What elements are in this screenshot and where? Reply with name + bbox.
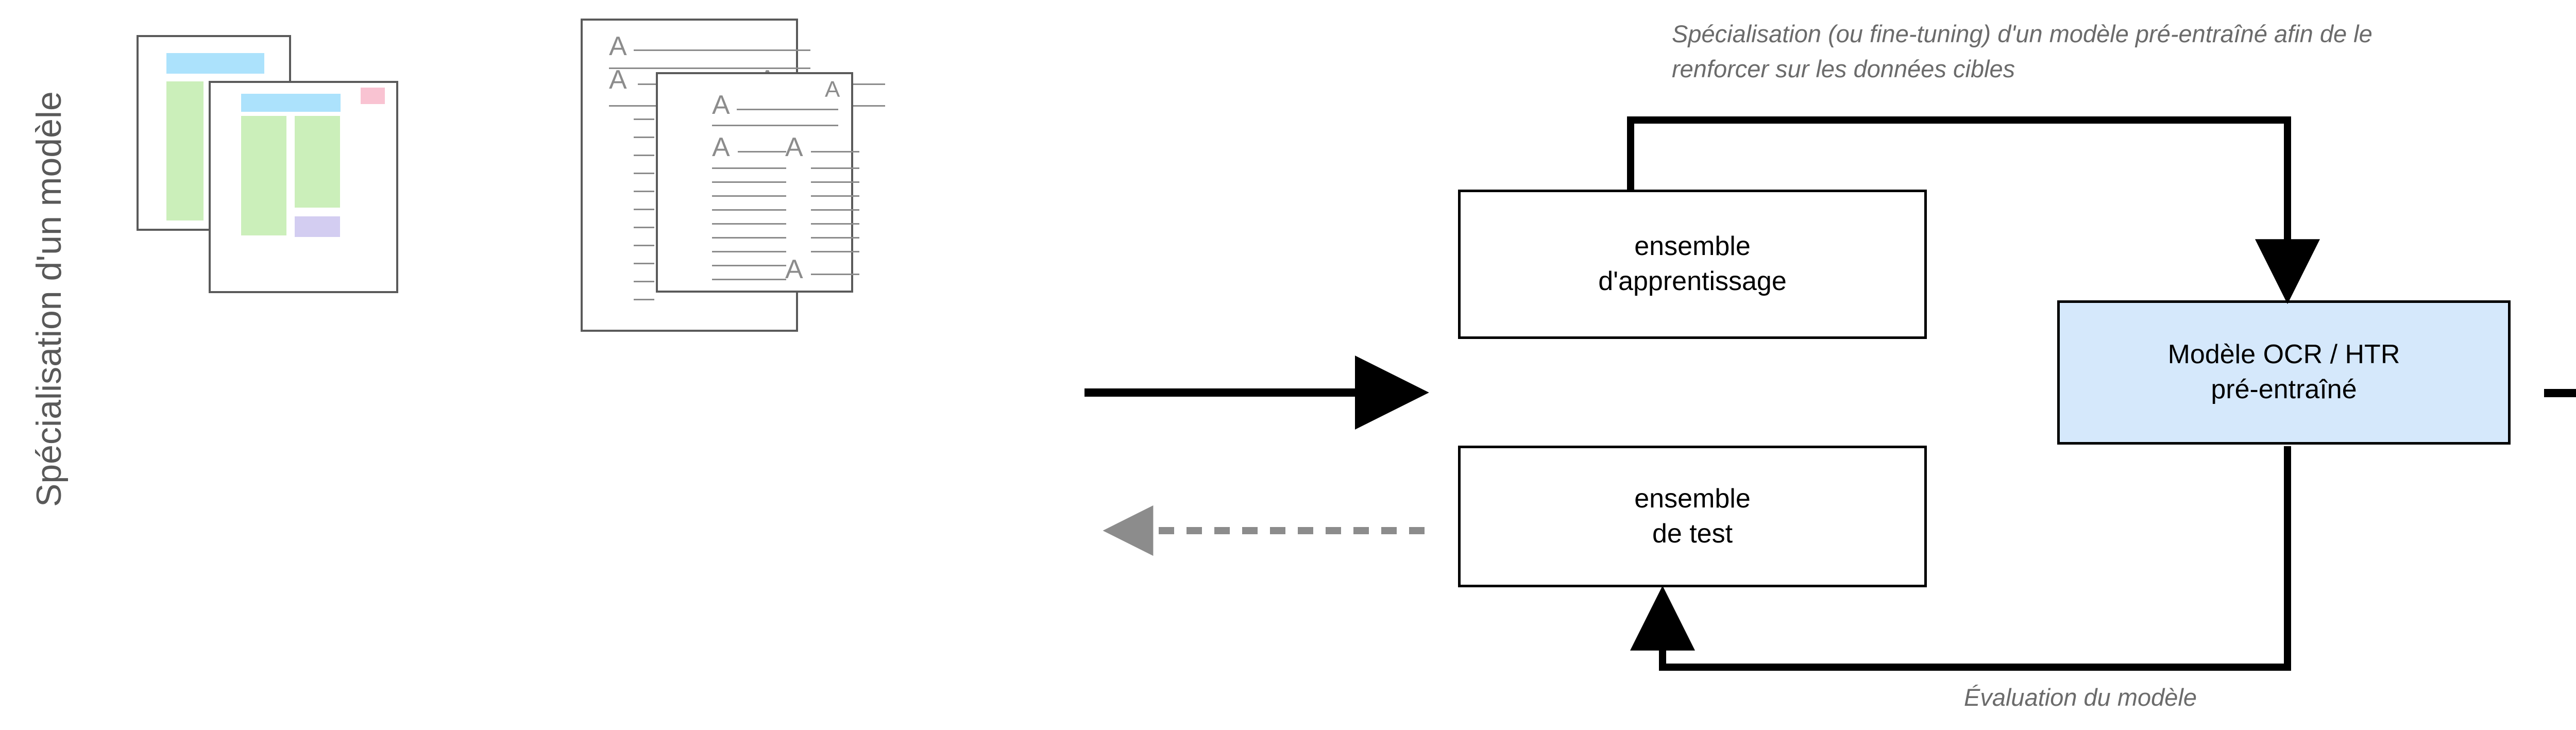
letter-marker-a: A (785, 254, 803, 284)
doc-tick (634, 209, 654, 210)
arrow-training-to-pretrained (1627, 116, 2320, 304)
letter-marker-a: A (609, 31, 627, 61)
training-set-label-line2: d'apprentissage (1598, 266, 1787, 296)
doc-line (609, 67, 810, 69)
letter-marker-a: A (825, 77, 840, 102)
doc-line (712, 237, 786, 239)
pretrained-model-label-line2: pré-entraîné (2211, 375, 2357, 404)
doc-line (712, 125, 838, 126)
layout-region-body-right-green (295, 116, 340, 208)
doc-line (738, 151, 786, 152)
doc-tick (634, 173, 654, 174)
doc-line (712, 265, 786, 266)
doc-tick (634, 299, 654, 300)
doc-line (811, 167, 859, 169)
letter-marker-a: A (609, 65, 627, 95)
layout-region-title-blue (166, 53, 264, 74)
doc-line (712, 209, 786, 211)
doc-tick (634, 245, 654, 246)
doc-tick (634, 263, 654, 264)
training-set-label-line1: ensemble (1634, 231, 1751, 262)
doc-tick (634, 227, 654, 228)
doc-line (811, 209, 859, 211)
doc-line (811, 237, 859, 239)
letter-marker-a: A (712, 132, 730, 162)
doc-line (712, 223, 786, 225)
doc-line (712, 167, 786, 169)
doc-line (811, 223, 859, 225)
doc-tick (634, 118, 654, 120)
doc-line (712, 195, 786, 197)
doc-tick (634, 155, 654, 156)
doc-tick (634, 281, 654, 282)
top-caption-line2: renforcer sur les données cibles (1672, 55, 2015, 83)
doc-line (712, 251, 786, 252)
doc-line (811, 251, 859, 252)
bottom-caption: Évaluation du modèle (1964, 680, 2197, 715)
doc-line (811, 151, 859, 152)
test-set-label-line2: de test (1652, 518, 1733, 549)
layout-region-title-blue (241, 94, 341, 112)
doc-line (712, 181, 786, 183)
layout-region-column-left-green (166, 81, 204, 220)
layout-region-badge-pink (361, 88, 385, 104)
doc-line (811, 195, 859, 197)
layout-region-footer-purple (295, 216, 340, 237)
arrow-pretrained-to-test-loop (1630, 446, 2291, 671)
letter-marker-a: A (712, 90, 730, 120)
doc-tick (634, 137, 654, 138)
letter-marker-a: A (785, 132, 803, 162)
doc-line (712, 279, 786, 280)
doc-tick (634, 191, 654, 192)
doc-line (811, 274, 859, 275)
doc-line (737, 109, 838, 110)
training-set-box[interactable]: ensemble d'apprentissage (1458, 190, 1927, 339)
bottom-caption-text: Évaluation du modèle (1964, 684, 2197, 711)
doc-line (634, 49, 810, 51)
pretrained-model-label-line1: Modèle OCR / HTR (2167, 339, 2400, 370)
doc-line (811, 181, 859, 183)
top-caption: Spécialisation (ou fine-tuning) d'un mod… (1672, 16, 2576, 87)
layout-region-body-left-green (241, 116, 286, 235)
top-caption-line1: Spécialisation (ou fine-tuning) d'un mod… (1672, 20, 2372, 47)
test-set-label-line1: ensemble (1634, 483, 1751, 514)
